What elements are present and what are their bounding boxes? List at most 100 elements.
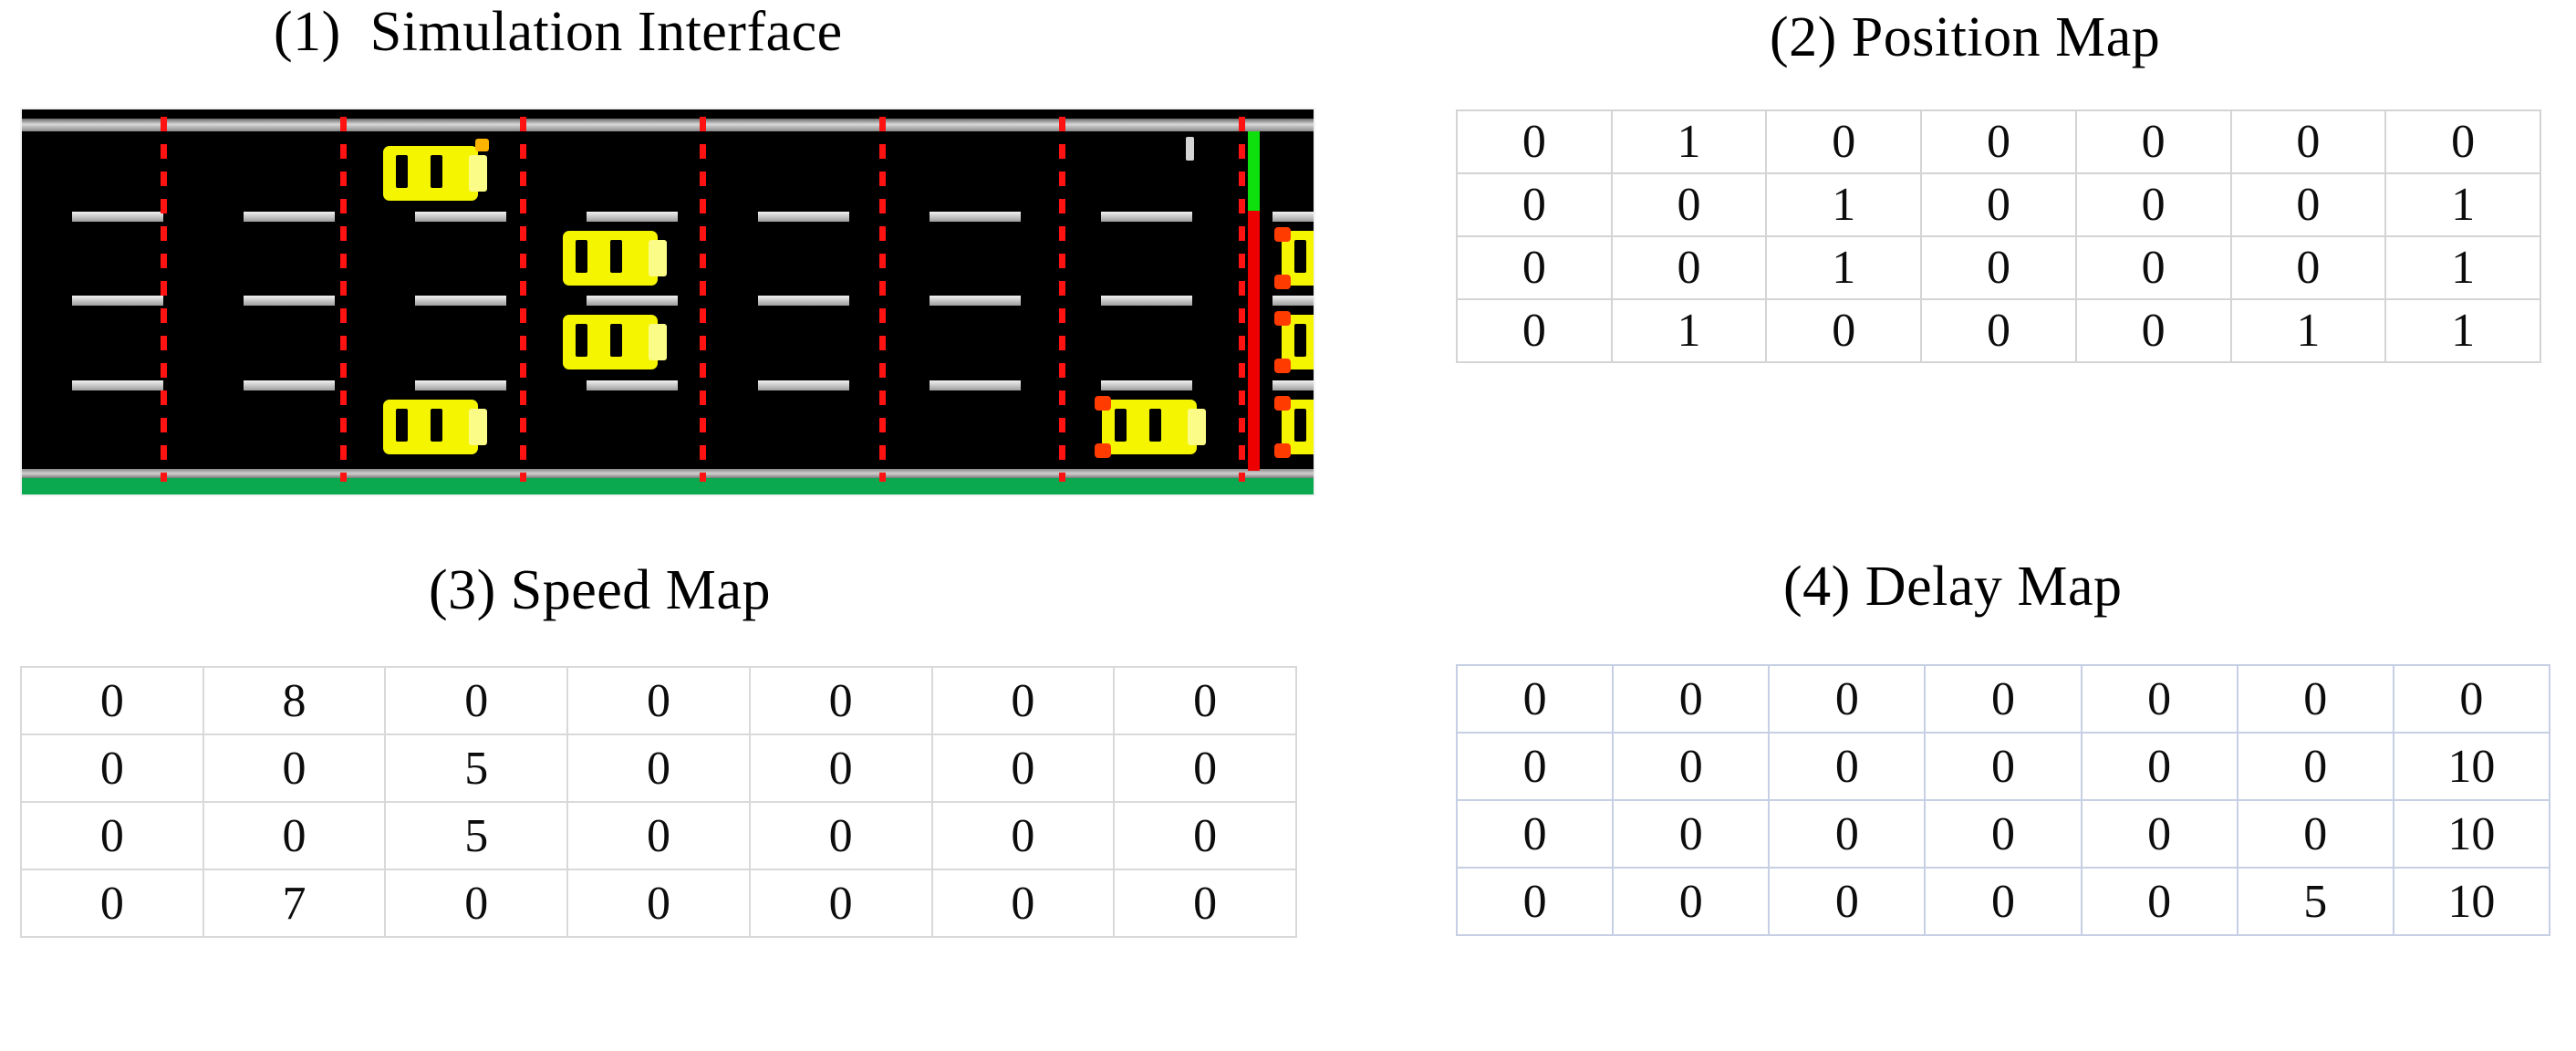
vehicle-window-front xyxy=(431,408,443,442)
cell-divider-line xyxy=(1059,117,1065,482)
road-top-border xyxy=(22,109,1314,119)
cell-divider-line xyxy=(700,117,706,482)
matrix-cell: 0 xyxy=(748,734,933,803)
matrix-cell: 0 xyxy=(1768,732,1927,801)
vehicle-turn-signal xyxy=(475,139,490,152)
traffic-simulation-canvas[interactable] xyxy=(20,108,1315,496)
matrix-cell: 1 xyxy=(2229,298,2387,363)
matrix-cell: 0 xyxy=(384,666,569,735)
vehicle-brake-light xyxy=(1274,442,1292,458)
matrix-cell: 0 xyxy=(1924,664,2083,734)
cell-divider-line xyxy=(161,117,167,482)
matrix-cell: 0 xyxy=(20,801,204,870)
simulation-panel-title: (1) Simulation Interface xyxy=(274,1,843,63)
vehicle-brake-light xyxy=(1274,311,1292,327)
matrix-cell: 1 xyxy=(1765,235,1923,300)
matrix-cell: 0 xyxy=(2236,664,2394,734)
lane-dash-mark xyxy=(1272,380,1314,390)
matrix-cell: 0 xyxy=(2384,109,2541,174)
matrix-cell: 0 xyxy=(1113,666,1297,735)
matrix-cell: 0 xyxy=(1765,298,1923,363)
lane-dash-mark xyxy=(587,211,678,222)
vehicle-brake-light xyxy=(1274,359,1292,374)
matrix-cell: 0 xyxy=(1456,235,1613,300)
vehicle-icon xyxy=(1095,394,1207,460)
matrix-cell: 0 xyxy=(2080,867,2238,936)
matrix-cell: 0 xyxy=(1455,867,1615,936)
canvas-marker-artifact xyxy=(1186,137,1194,161)
speed-map-title: (3) Speed Map xyxy=(429,559,771,621)
road-shoulder-green xyxy=(22,478,1314,494)
lane-dash-mark xyxy=(930,380,1021,390)
vehicle-icon xyxy=(559,225,668,291)
matrix-cell: 0 xyxy=(20,734,204,803)
vehicle-window-front xyxy=(431,155,443,189)
lane-dash-mark xyxy=(1101,296,1192,306)
matrix-cell: 8 xyxy=(202,666,387,735)
matrix-cell: 0 xyxy=(2074,235,2232,300)
matrix-cell: 10 xyxy=(2392,732,2551,801)
vehicle-window-rear xyxy=(576,239,588,273)
lane-dash-mark xyxy=(244,380,335,390)
matrix-cell: 0 xyxy=(566,801,751,870)
matrix-cell: 0 xyxy=(566,666,751,735)
matrix-cell: 1 xyxy=(1610,298,1768,363)
matrix-cell: 0 xyxy=(1924,799,2083,869)
matrix-cell: 10 xyxy=(2392,867,2551,936)
vehicle-window-rear xyxy=(576,324,588,358)
matrix-cell: 0 xyxy=(2229,235,2387,300)
vehicle-front xyxy=(1188,408,1207,445)
matrix-cell: 0 xyxy=(2229,109,2387,174)
matrix-cell: 0 xyxy=(930,666,1116,735)
matrix-cell: 0 xyxy=(1455,732,1615,801)
simulation-panel: (1) Simulation Interface xyxy=(0,0,1332,511)
lane-dash-mark xyxy=(244,211,335,222)
matrix-cell: 0 xyxy=(2080,799,2238,869)
matrix-cell: 1 xyxy=(1765,172,1923,237)
matrix-cell: 0 xyxy=(1920,235,2077,300)
vehicle-brake-light xyxy=(1095,395,1112,411)
vehicle-brake-light xyxy=(1095,442,1112,458)
lane-separator xyxy=(22,380,1314,390)
cell-divider-line xyxy=(1239,117,1245,482)
vehicle-brake-light xyxy=(1274,274,1292,289)
matrix-cell: 0 xyxy=(1920,172,2077,237)
vehicle-window-rear xyxy=(1115,408,1127,442)
matrix-cell: 0 xyxy=(1768,664,1927,734)
matrix-cell: 0 xyxy=(1612,799,1771,869)
vehicle-icon xyxy=(1274,394,1314,460)
matrix-cell: 0 xyxy=(1924,867,2083,936)
matrix-cell: 1 xyxy=(2384,172,2541,237)
matrix-cell: 0 xyxy=(202,801,387,870)
matrix-cell: 0 xyxy=(1456,109,1613,174)
vehicle-front xyxy=(649,324,668,361)
vehicle-window-rear xyxy=(1294,324,1307,358)
matrix-cell: 0 xyxy=(1113,801,1297,870)
matrix-cell: 0 xyxy=(2080,664,2238,734)
matrix-cell: 0 xyxy=(930,801,1116,870)
lane-dash-mark xyxy=(758,296,849,306)
matrix-cell: 0 xyxy=(2392,664,2551,734)
matrix-cell: 5 xyxy=(384,801,569,870)
matrix-cell: 0 xyxy=(748,801,933,870)
vehicle-window-rear xyxy=(1294,239,1307,273)
matrix-cell: 0 xyxy=(2080,732,2238,801)
matrix-cell: 0 xyxy=(1113,869,1297,938)
matrix-cell: 1 xyxy=(1610,109,1768,174)
matrix-cell: 0 xyxy=(2074,172,2232,237)
traffic-signal-green xyxy=(1248,131,1260,211)
matrix-cell: 10 xyxy=(2392,799,2551,869)
lane-dash-mark xyxy=(72,211,163,222)
vehicle-window-rear xyxy=(396,408,409,442)
lane-dash-mark xyxy=(244,296,335,306)
lane-dash-mark xyxy=(930,296,1021,306)
lane-dash-mark xyxy=(415,296,506,306)
